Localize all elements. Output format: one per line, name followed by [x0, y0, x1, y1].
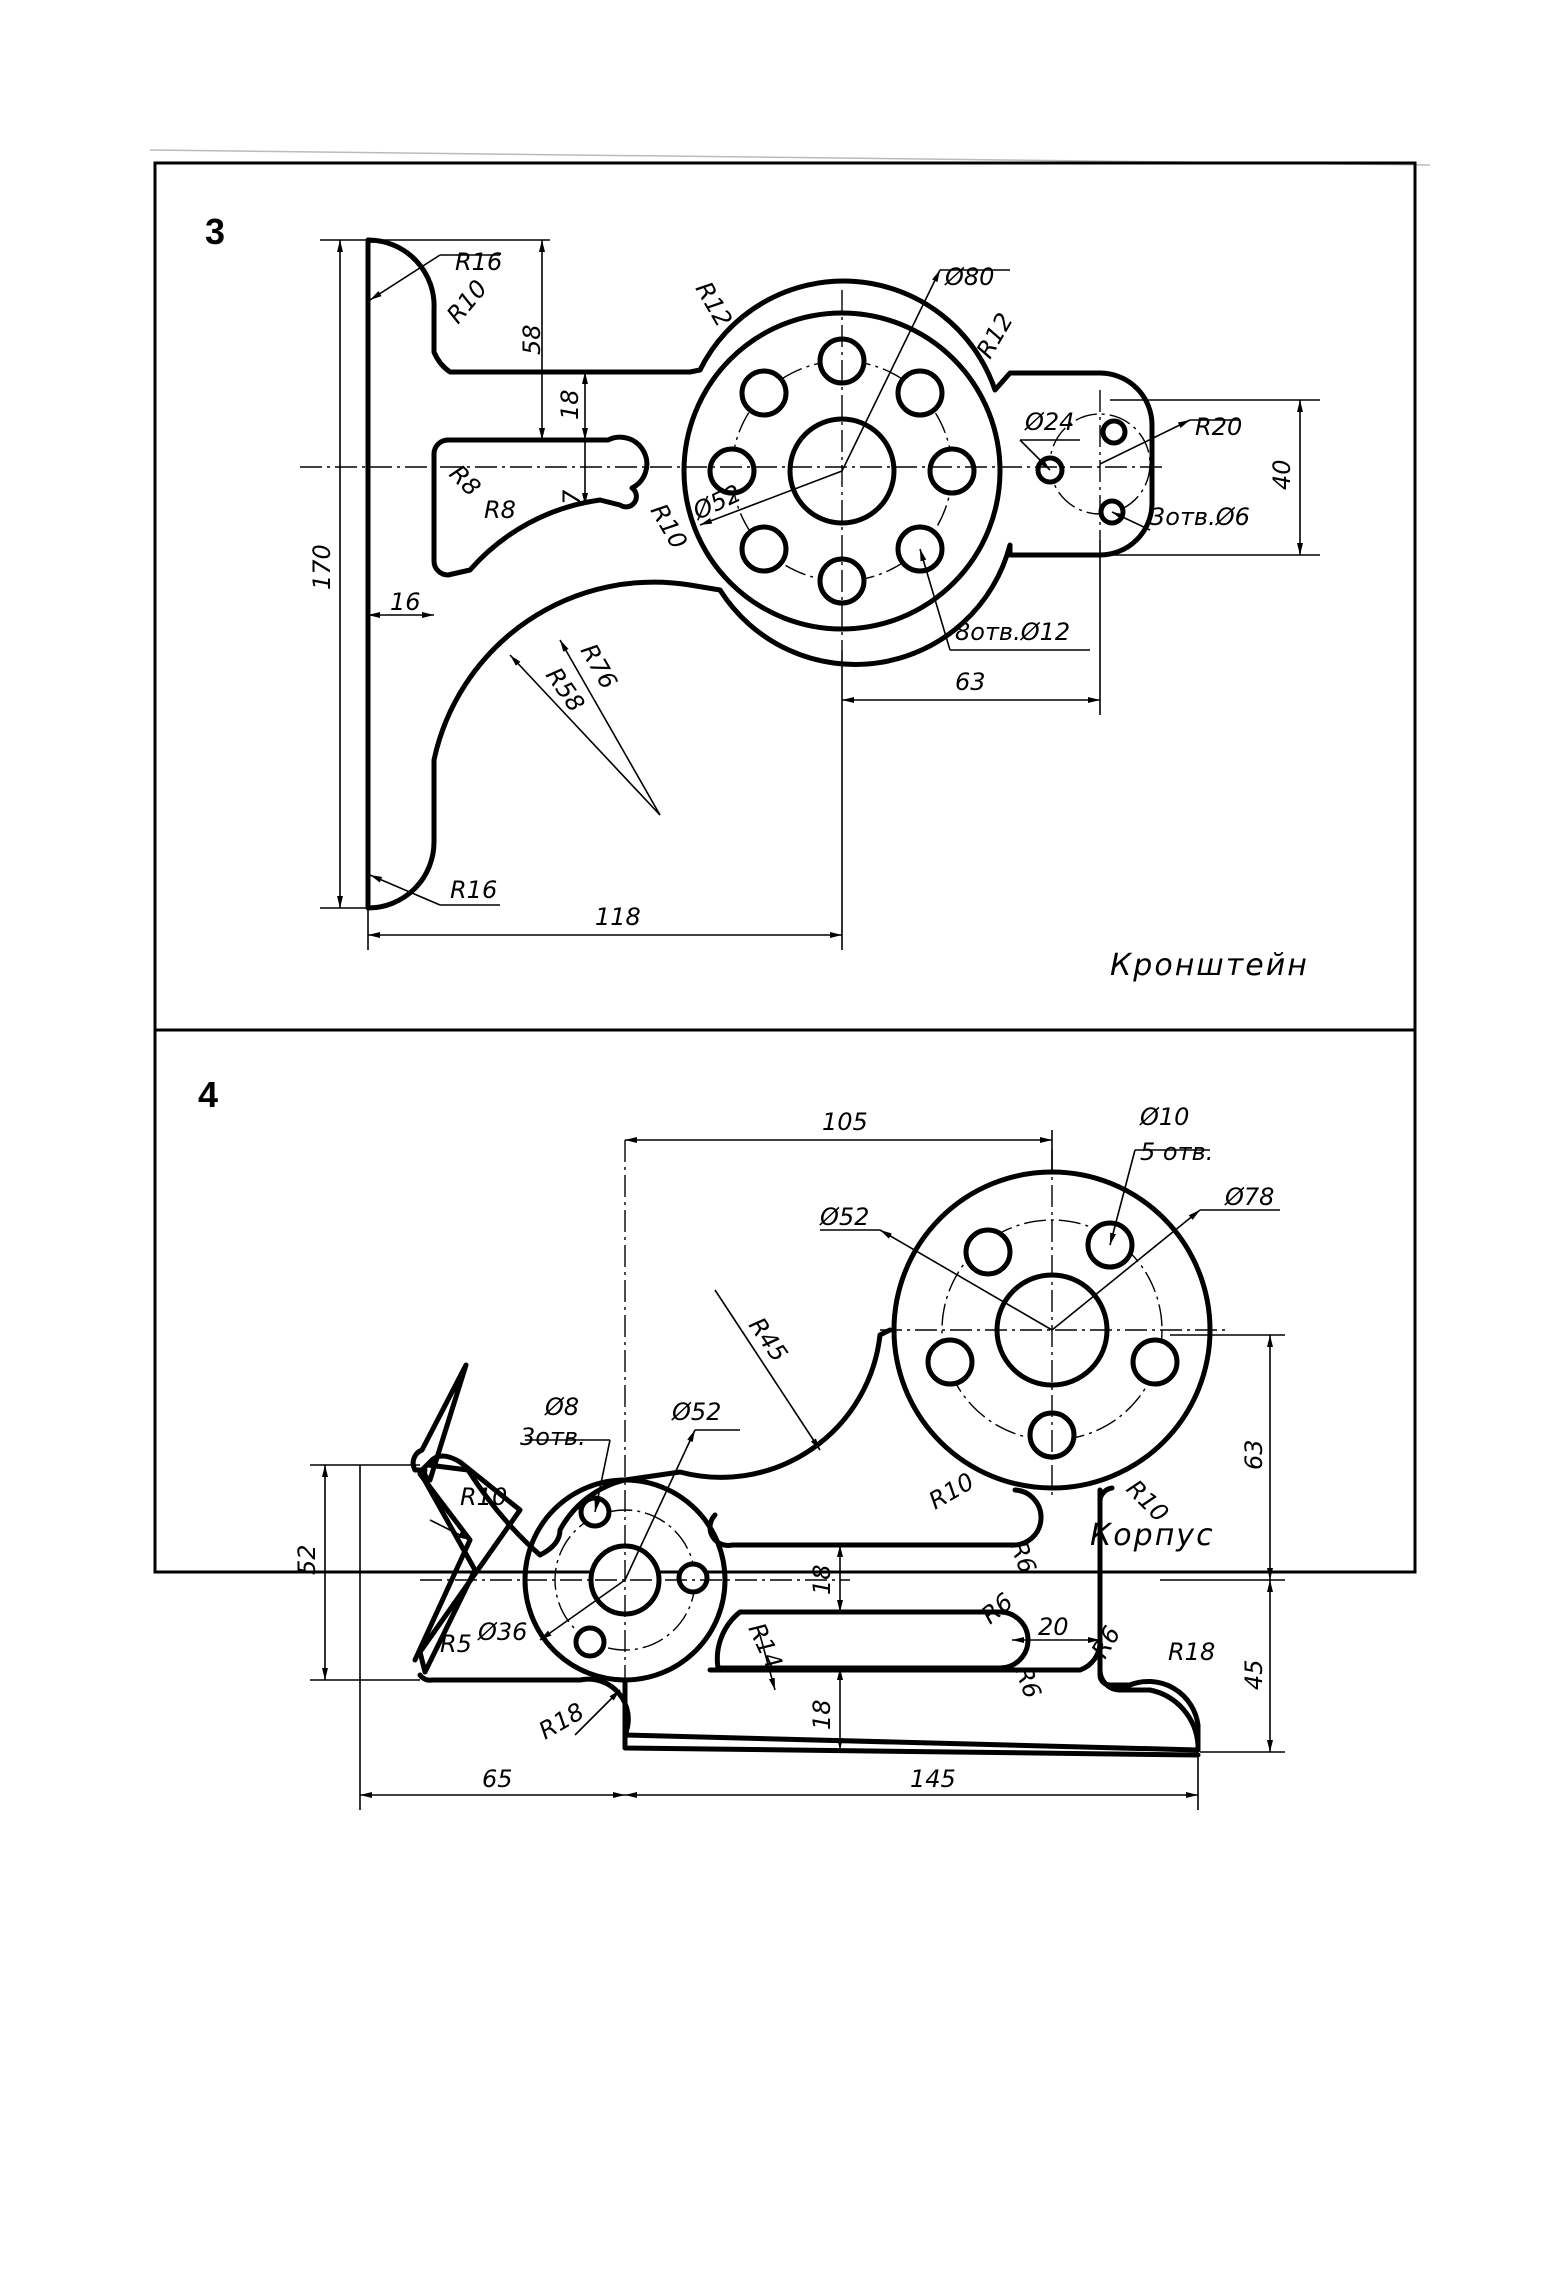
dim-r45: R45: [743, 1312, 793, 1367]
dim-145: 145: [910, 1765, 956, 1793]
dim-r18-right: R18: [1168, 1638, 1215, 1666]
dim-170: 170: [308, 544, 336, 590]
dim-r76: R76: [575, 639, 623, 694]
dim-d8: Ø8: [544, 1393, 579, 1421]
caption-3: Кронштейн: [1110, 948, 1309, 983]
dim-5-holes: 5 отв.: [1140, 1138, 1213, 1166]
dim-r10-top: R10: [441, 275, 493, 329]
dim-d78: Ø78: [1224, 1183, 1274, 1211]
dim-18-b: 18: [808, 1699, 836, 1730]
dim-40: 40: [1268, 459, 1296, 490]
bracket-hub-circle: [681, 310, 1003, 632]
dim-58: 58: [518, 324, 546, 355]
dim-65: 65: [482, 1765, 513, 1793]
dim-r20: R20: [1195, 413, 1242, 441]
dim-r10-left: R10: [460, 1483, 507, 1511]
drawing-3-bracket: 3: [153, 161, 1417, 1032]
dim-63: 63: [955, 668, 986, 696]
frame-4: [153, 1028, 1417, 1574]
flange-hole: [963, 1227, 1013, 1277]
hub-hole: [739, 368, 789, 418]
flange-hole: [1130, 1337, 1180, 1387]
drawing-number-4: 4: [198, 1074, 218, 1115]
dim-d52-small: Ø52: [671, 1398, 721, 1426]
dim-r8-b: R8: [484, 496, 516, 524]
hub-hole: [895, 368, 945, 418]
caption-4: Корпус: [1090, 1518, 1215, 1553]
hub-hole: [707, 446, 757, 496]
dim-7: 7: [558, 489, 586, 505]
drawing-4-housing: 4: [153, 1028, 1417, 1810]
left-hole: [676, 1561, 710, 1595]
dim-8-holes: 8отв.Ø12: [955, 618, 1070, 646]
dim-r12-left: R12: [690, 277, 738, 332]
bracket-outline: [365, 237, 1155, 911]
dim-d36: Ø36: [477, 1618, 527, 1646]
dim-118: 118: [595, 903, 641, 931]
housing-lower-slot: [714, 1609, 1031, 1671]
dim-r10-mid: R10: [645, 499, 693, 554]
dim-r6-b: R6: [976, 1588, 1018, 1630]
dim-3-holes: 3отв.Ø6: [1150, 503, 1250, 531]
dim-16: 16: [390, 588, 421, 616]
dim-r58: R58: [540, 662, 590, 717]
dim-52-side: 52: [293, 1544, 321, 1575]
dim-r5: R5: [440, 1630, 472, 1658]
flange-hole: [925, 1337, 975, 1387]
dim-63: 63: [1240, 1439, 1268, 1470]
dim-18: 18: [556, 389, 584, 420]
dim-r16-top: R16: [455, 248, 502, 276]
housing-left-bell: [425, 1327, 893, 1558]
dim-45: 45: [1240, 1659, 1268, 1690]
dim-d52-top: Ø52: [819, 1203, 869, 1231]
dim-d10: Ø10: [1139, 1103, 1189, 1131]
dim-r8-a: R8: [444, 459, 486, 501]
dim-r16-bottom: R16: [450, 876, 497, 904]
dim-r6-c: R6: [1086, 1621, 1126, 1663]
lug-hole: [1100, 418, 1128, 446]
dim-d80: Ø80: [944, 263, 994, 291]
dim-r14: R14: [743, 1619, 788, 1674]
hub-hole: [739, 524, 789, 574]
dim-105: 105: [822, 1108, 868, 1136]
dim-r18-left: R18: [534, 1697, 589, 1745]
dim-3-holes: 3отв.: [520, 1423, 586, 1451]
housing-right-web: [1097, 1487, 1201, 1748]
dim-r10-mid: R10: [924, 1467, 979, 1515]
dim-18-a: 18: [808, 1564, 836, 1595]
dimensions-3: [320, 239, 1320, 950]
bracket-slot: [431, 434, 650, 578]
drawing-number-3: 3: [205, 211, 225, 252]
left-hole: [573, 1625, 607, 1659]
dim-d24: Ø24: [1024, 408, 1074, 436]
dimensions-4: [310, 1130, 1285, 1810]
dim-20: 20: [1038, 1613, 1069, 1641]
hub-hole: [927, 446, 977, 496]
housing-upper-arm: [707, 1487, 1044, 1548]
